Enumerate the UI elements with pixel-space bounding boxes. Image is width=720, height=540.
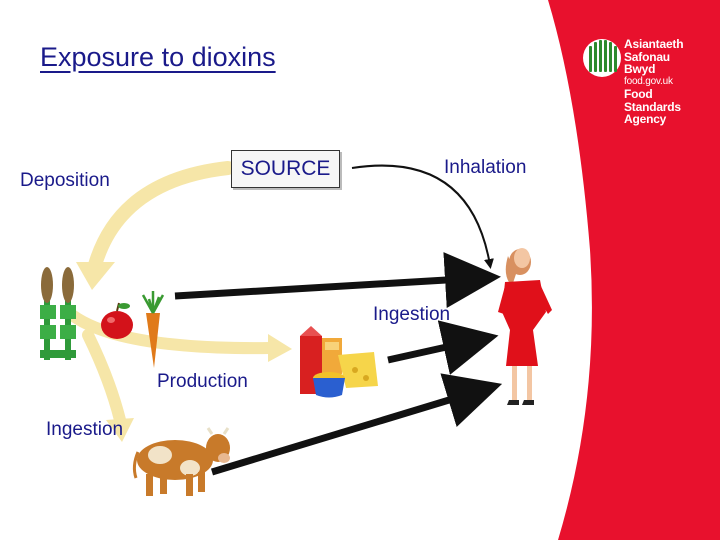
page-title: Exposure to dioxins (40, 42, 276, 72)
production-arrow (66, 309, 292, 362)
food-to-human-arrow (387, 320, 499, 375)
logo-line: Agency (624, 112, 667, 126)
ingestion-arrow-top (174, 252, 501, 309)
source-box: SOURCE (231, 150, 340, 188)
fsa-logo-text: Asiantaeth Safonau Bwyd food.gov.uk Food… (624, 37, 684, 126)
ingestion-label-top: Ingestion (373, 304, 451, 325)
animal-to-human-arrow (210, 373, 503, 476)
wheat-icon (40, 267, 76, 360)
apple-icon (101, 302, 133, 339)
logo-url: food.gov.uk (624, 75, 673, 87)
logo-line: Asiantaeth (624, 37, 684, 51)
deposition-label: Deposition (20, 170, 110, 191)
inhalation-arrow (351, 164, 494, 269)
ingestion-label-bottom: Ingestion (46, 419, 124, 440)
inhalation-label: Inhalation (444, 157, 527, 178)
deposition-arrow (76, 161, 235, 290)
animal-ingestion-arrow (82, 329, 134, 442)
food-products-icon (300, 326, 378, 398)
carrot-icon (141, 291, 165, 368)
production-label: Production (157, 371, 248, 392)
woman-icon (498, 248, 552, 405)
cow-icon (132, 427, 230, 496)
logo-line: Food (624, 87, 653, 101)
logo-line: Standards (624, 99, 681, 114)
logo-line: Safonau (624, 49, 670, 64)
logo-line: Bwyd (624, 62, 656, 76)
